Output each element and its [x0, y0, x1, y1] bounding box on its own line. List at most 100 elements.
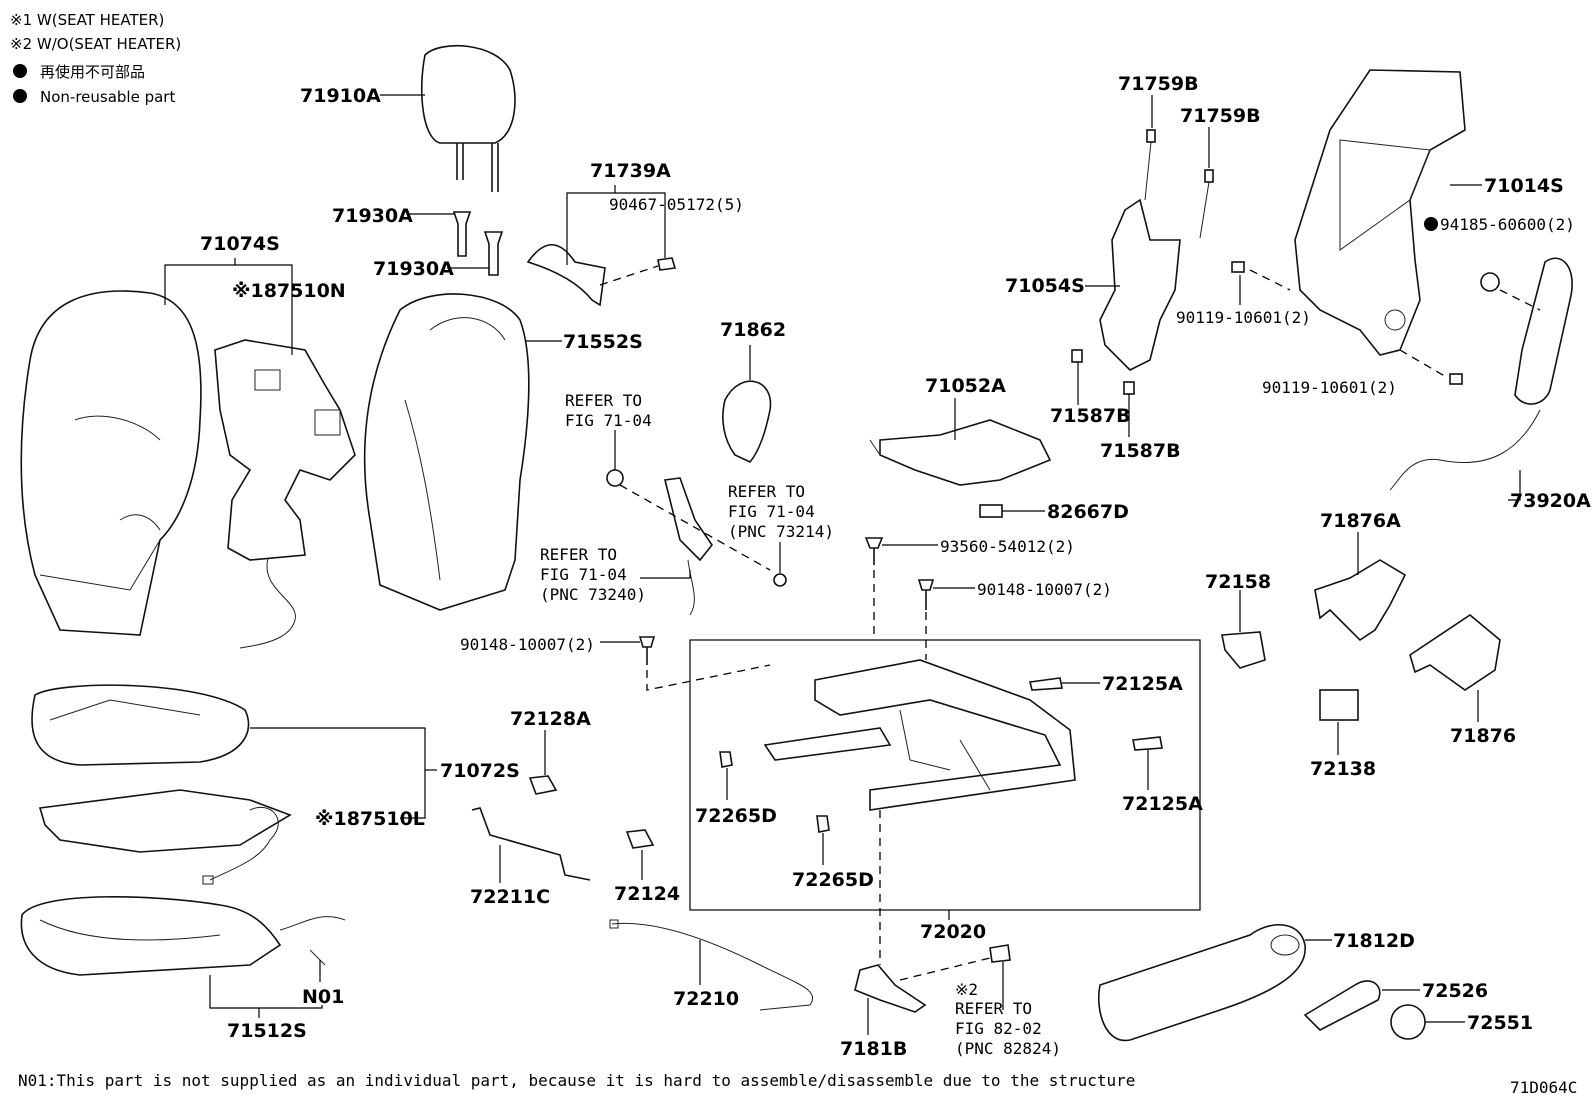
switch-bezel-part [1221, 631, 1266, 669]
label-90148-10007: 90148-10007(2) [460, 635, 595, 654]
side-airbag-part [1389, 257, 1573, 491]
label-71587B: 71587B [1100, 440, 1181, 462]
label-90119-10601: 90119-10601(2) [1262, 378, 1397, 397]
label-72526: 72526 [1422, 980, 1488, 1002]
refer-pnc-text: (PNC 73214) [728, 522, 834, 541]
clip-part [528, 775, 558, 795]
label-71759B: 71759B [1118, 73, 1199, 95]
label-90467-05172: 90467-05172(5) [609, 195, 744, 214]
seatback-heater-part [214, 339, 356, 649]
label-94185-60600: 94185-60600(2) [1440, 215, 1575, 234]
clip-part [1132, 736, 1163, 751]
clip-part [625, 829, 655, 849]
non-reusable-bullet-icon [13, 89, 27, 103]
refer-to-text: REFER TO [540, 545, 617, 564]
label-71812D: 71812D [1333, 930, 1415, 952]
label-90148-10007: 90148-10007(2) [977, 580, 1112, 599]
label-71587B: 71587B [1050, 405, 1131, 427]
legend: ※1 W(SEAT HEATER) ※2 W/O(SEAT HEATER) 再使… [10, 11, 181, 106]
nut-part [773, 573, 787, 587]
refer-pnc-text: (PNC 82824) [955, 1039, 1061, 1058]
legend-no-seat-heater: ※2 W/O(SEAT HEATER) [10, 35, 181, 53]
label-72211C: 72211C [470, 886, 550, 908]
label-71862: 71862 [720, 319, 786, 341]
nut-part [1480, 272, 1500, 292]
clip-part [1123, 381, 1135, 395]
refer-fig-text: FIG 71-04 [728, 502, 815, 521]
label-71930A: 71930A [373, 258, 454, 280]
label-73920A: 73920A [1510, 490, 1591, 512]
clip-part [719, 751, 733, 768]
connector-part [989, 944, 1011, 963]
switch-part [1319, 689, 1359, 721]
figure-id: 71D064C [1510, 1078, 1577, 1097]
label-72138: 72138 [1310, 758, 1376, 780]
refer-to-text: REFER TO [955, 999, 1032, 1018]
seat-adjuster-part [763, 659, 1076, 811]
label-87510N: ※187510N [232, 280, 346, 302]
label-71552S: 71552S [563, 331, 643, 353]
nut-part [606, 469, 624, 487]
lever-bracket-part [854, 964, 927, 1013]
non-seat-heater-mark: ※2 [955, 980, 978, 999]
legend-seat-heater: ※1 W(SEAT HEATER) [10, 11, 164, 29]
label-72125A: 72125A [1102, 673, 1183, 695]
label-71054S: 71054S [1005, 275, 1085, 297]
adjuster-rod-part [471, 807, 591, 881]
label-71876: 71876 [1450, 725, 1516, 747]
seat-belt-buckle-part [664, 477, 713, 616]
label-72125A: 72125A [1122, 793, 1203, 815]
refer-fig-text: FIG 71-04 [565, 411, 652, 430]
seat-cushion-pad-part [20, 896, 346, 976]
label-72158: 72158 [1205, 571, 1271, 593]
label-72265D: 72265D [792, 869, 874, 891]
label-72265D: 72265D [695, 805, 777, 827]
label-90119-10601: 90119-10601(2) [1176, 308, 1311, 327]
clip-part [1071, 349, 1083, 363]
label-72128A: 72128A [510, 708, 591, 730]
label-7181B: 7181B [840, 1038, 907, 1060]
clip-part [816, 815, 830, 833]
label-71014S: 71014S [1484, 175, 1564, 197]
label-71759B: 71759B [1180, 105, 1261, 127]
recliner-cover-part [1099, 129, 1214, 371]
seatback-cover-part [20, 290, 202, 636]
refer-fig-text: FIG 71-04 [540, 565, 627, 584]
seat-cushion-cover-part [31, 684, 250, 766]
label-N01: N01 [302, 986, 344, 1008]
label-72124: 72124 [614, 883, 680, 905]
release-cable-part [611, 922, 813, 1011]
label-71910A: 71910A [300, 85, 381, 107]
screw-part [638, 537, 935, 665]
side-shield-bracket-part [1314, 559, 1407, 642]
label-93560-54012: 93560-54012(2) [940, 537, 1075, 556]
refer-to-text: REFER TO [565, 391, 642, 410]
refer-to-text: REFER TO [728, 482, 805, 501]
trim-bracket-part [526, 244, 677, 307]
seatback-frame-part [1294, 69, 1466, 356]
label-71739A: 71739A [590, 160, 671, 182]
side-shield-part [1409, 614, 1501, 691]
label-71512S: 71512S [227, 1020, 307, 1042]
seatback-pad-part [363, 293, 530, 611]
legend-non-reusable-jp: 再使用不可部品 [40, 63, 145, 81]
label-71072S: 71072S [440, 760, 520, 782]
non-reusable-bullet-icon [1424, 217, 1438, 231]
headrest-support-part [452, 211, 504, 276]
seat-cushion-heater-part [38, 789, 292, 885]
label-71074S: 71074S [200, 233, 280, 255]
label-71052A: 71052A [925, 375, 1006, 397]
label-87510L: ※187510L [315, 808, 425, 830]
seat-side-shield-part [1098, 923, 1306, 1042]
recliner-knob-part [1303, 980, 1381, 1031]
label-72020: 72020 [920, 921, 986, 943]
label-72210: 72210 [673, 988, 739, 1010]
bolt-part [1231, 261, 1463, 385]
label-82667D: 82667D [1047, 501, 1129, 523]
refer-pnc-text: (PNC 73240) [540, 585, 646, 604]
recliner-lock-part [869, 419, 1052, 518]
refer-fig-text: FIG 82-02 [955, 1019, 1042, 1038]
legend-non-reusable-en: Non-reusable part [40, 88, 175, 106]
footer-note: N01:This part is not supplied as an indi… [18, 1071, 1135, 1090]
